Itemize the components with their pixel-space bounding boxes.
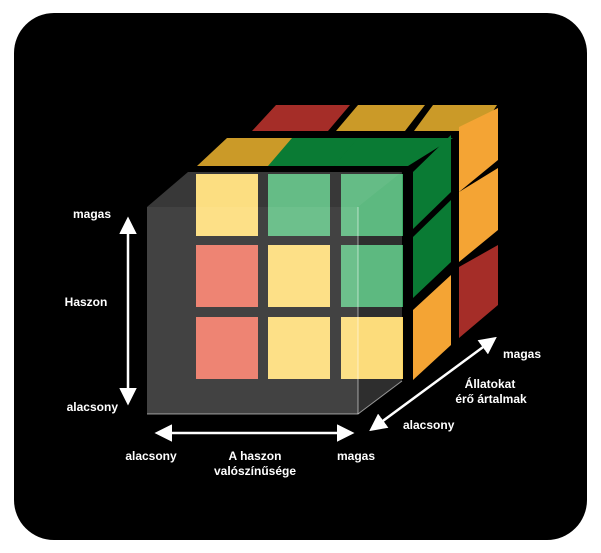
- front-square-2-1: [196, 245, 258, 307]
- vertical-title-label: Haszon: [65, 295, 108, 309]
- front-square-3-1: [196, 317, 258, 379]
- top-square-1-1: [252, 105, 350, 131]
- front-square-2-2: [268, 245, 330, 307]
- overlay-box-top: [147, 172, 402, 207]
- overlay-box-front: [147, 207, 358, 414]
- front-square-1-3: [341, 174, 403, 236]
- right-square-2-2: [459, 168, 498, 262]
- right-square-1-1: [413, 135, 451, 229]
- horizontal-title-line1: A haszon: [229, 449, 282, 463]
- horizontal-low-label: alacsony: [125, 449, 177, 463]
- right-square-1-2: [459, 108, 498, 192]
- depth-title-line1: Állatokat: [465, 376, 516, 391]
- front-square-1-2: [268, 174, 330, 236]
- depth-axis-arrow: [369, 336, 497, 432]
- top-square-1-2: [336, 105, 425, 131]
- right-square-3-2: [459, 245, 498, 338]
- depth-title-line2: érő ártalmak: [455, 392, 527, 406]
- horizontal-title-line2: valószínűsége: [214, 464, 296, 478]
- depth-high-label: magas: [503, 347, 541, 361]
- vertical-low-label: alacsony: [67, 400, 119, 414]
- front-square-2-3: [341, 245, 403, 307]
- front-square-1-1: [196, 174, 258, 236]
- overlay-box-side: [358, 172, 402, 414]
- horizontal-high-label: magas: [337, 449, 375, 463]
- top-square-2-3: [334, 138, 453, 166]
- front-square-3-2: [268, 317, 330, 379]
- vertical-high-label: magas: [73, 207, 111, 221]
- depth-low-label: alacsony: [403, 418, 455, 432]
- right-square-2-1: [413, 200, 451, 298]
